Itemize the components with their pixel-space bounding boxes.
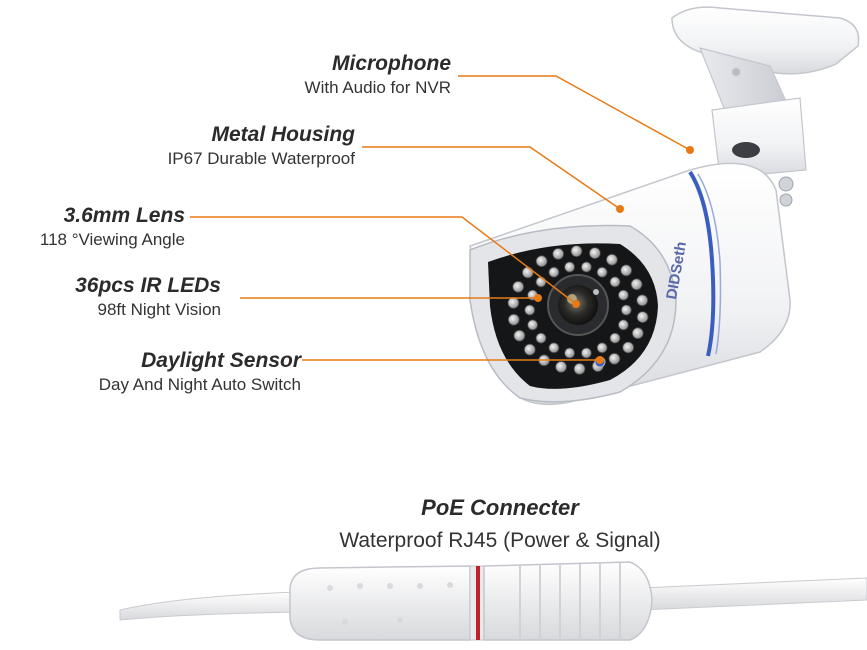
ir-led (548, 266, 560, 278)
callout-subtitle: 98ft Night Vision (97, 300, 221, 320)
callout-title: Microphone (332, 52, 451, 75)
ir-led (527, 319, 538, 331)
ir-led (573, 362, 586, 375)
ir-led (564, 261, 575, 273)
callout-title: 3.6mm Lens (63, 204, 185, 227)
ir-led (552, 247, 565, 260)
ir-led (636, 311, 649, 324)
callout-metal-housing: Metal Housing IP67 Durable Waterproof (168, 123, 355, 169)
leader-lens (190, 216, 577, 305)
callout-daylight-sensor: Daylight Sensor Day And Night Auto Switc… (99, 349, 301, 395)
callout-ir-leds: 36pcs IR LEDs 98ft Night Vision (75, 274, 221, 320)
callout-poe-connector: PoE Connecter Waterproof RJ45 (Power & S… (300, 495, 700, 553)
leader-dots (534, 146, 694, 364)
poe-subtitle: Waterproof RJ45 (Power & Signal) (339, 529, 661, 552)
ir-led (620, 264, 633, 277)
ir-led (524, 304, 536, 316)
ir-led (609, 276, 621, 288)
callout-title: Daylight Sensor (141, 349, 301, 372)
callout-subtitle: Day And Night Auto Switch (98, 375, 301, 395)
callout-subtitle: 118 °Viewing Angle (39, 230, 185, 250)
ir-led (535, 255, 548, 268)
ir-led (521, 266, 534, 279)
ir-led (581, 261, 592, 273)
ir-led (618, 319, 629, 331)
leader-microphone (458, 75, 691, 151)
ir-led (581, 347, 592, 359)
ir-led (622, 341, 635, 354)
ir-led (564, 347, 575, 359)
callout-microphone: Microphone With Audio for NVR (305, 52, 451, 98)
ir-led (513, 329, 526, 342)
ir-led (523, 343, 536, 356)
ir-led (535, 332, 547, 344)
ir-led (507, 296, 520, 309)
ir-led (570, 245, 583, 258)
ir-led (512, 280, 525, 293)
ir-led (608, 352, 621, 365)
mount-bracket (671, 6, 860, 207)
ir-led (606, 253, 618, 266)
ir-led (609, 332, 621, 344)
callout-subtitle: With Audio for NVR (304, 78, 451, 98)
ir-led (620, 304, 632, 316)
poe-title: PoE Connecter (421, 495, 579, 520)
ir-led (618, 289, 629, 301)
callout-title: Metal Housing (211, 123, 355, 146)
poe-cable (119, 561, 867, 641)
ir-led (596, 342, 608, 354)
callout-subtitle: IP67 Durable Waterproof (167, 149, 355, 169)
ir-led (548, 342, 560, 354)
ir-led (596, 266, 608, 278)
ir-led (535, 276, 547, 288)
ir-led (507, 313, 520, 326)
ir-led (589, 247, 601, 260)
ir-led (631, 327, 644, 340)
ir-led (630, 278, 643, 291)
leader-metal-housing (362, 146, 621, 210)
ir-led (555, 360, 567, 373)
ir-led (636, 294, 649, 307)
callout-lens: 3.6mm Lens 118 °Viewing Angle (40, 204, 185, 250)
leader-lines (190, 75, 691, 361)
callout-title: 36pcs IR LEDs (75, 274, 221, 297)
